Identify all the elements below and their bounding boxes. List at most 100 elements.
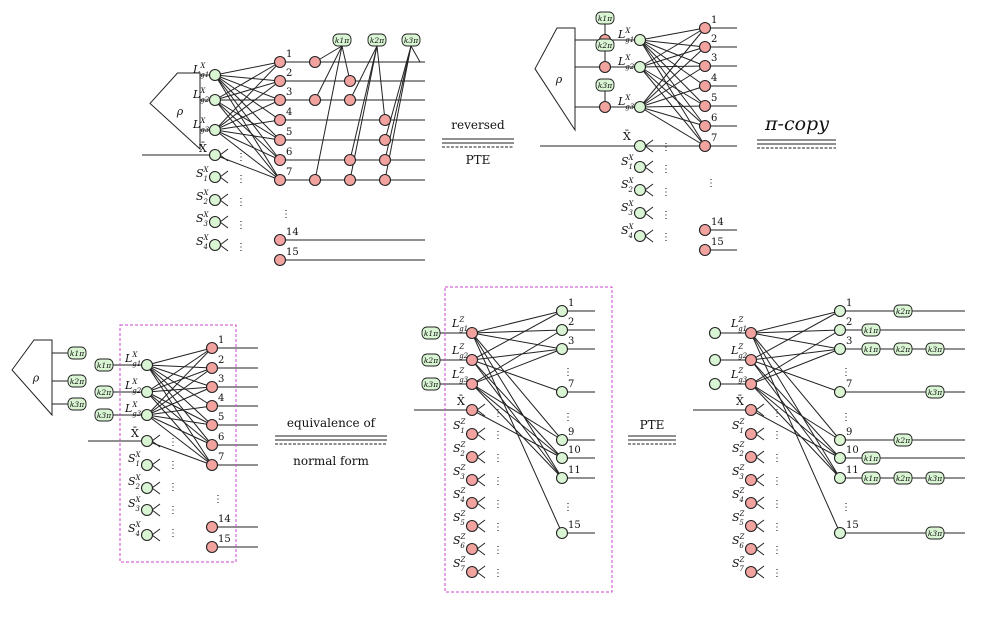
prong <box>219 221 229 229</box>
ellipsis-dots: ⋮ <box>563 367 573 378</box>
red-spider-out <box>273 113 287 127</box>
ellipsis-dots: ⋮ <box>772 408 782 419</box>
red-spider <box>308 173 322 187</box>
green-spider-lx <box>140 408 154 422</box>
wire <box>639 39 706 48</box>
green-spider-out <box>555 433 569 447</box>
ellipsis-dots: ⋮ <box>493 522 503 533</box>
phase-k1-top-left <box>332 33 352 47</box>
prong <box>151 481 161 489</box>
wire <box>639 85 706 108</box>
wire <box>214 80 281 101</box>
phase-bubble-bl-inner <box>94 408 114 422</box>
phase-bubble-right <box>893 433 913 447</box>
wire <box>146 364 213 446</box>
wire <box>146 364 213 466</box>
wire <box>639 105 706 108</box>
red-spider-sz <box>744 496 758 510</box>
prong <box>644 212 654 220</box>
red-spider <box>343 93 357 107</box>
ellipsis-dots: ⋮ <box>168 482 178 493</box>
prong <box>755 525 765 533</box>
red-spider-out <box>273 233 287 247</box>
red-spider <box>343 173 357 187</box>
green-spider-sx <box>633 160 647 174</box>
eq-pi-copy: π-copy <box>757 113 836 149</box>
wire <box>471 348 563 361</box>
wire <box>471 359 563 459</box>
phase-k2-top-left <box>367 33 387 47</box>
number-label: 15 <box>711 237 724 248</box>
prong <box>644 160 654 168</box>
red-spider-sz <box>744 519 758 533</box>
phase-label: k1π <box>864 474 879 483</box>
number-label: 3 <box>568 336 574 347</box>
prong <box>755 473 765 481</box>
green-spider-sx <box>208 193 222 207</box>
green-spider-lx <box>208 123 222 137</box>
number-label: 2 <box>218 355 224 366</box>
green-spider-lx <box>208 68 222 82</box>
phase-bubble-mid <box>421 353 441 367</box>
phase-label: k1π <box>864 326 879 335</box>
wire <box>410 45 421 63</box>
red-spider-sz <box>465 519 479 533</box>
prong <box>644 183 654 191</box>
number-label: 1 <box>846 298 852 309</box>
wire <box>146 414 213 426</box>
wire <box>471 383 563 441</box>
label-xbar: X̄ <box>199 142 207 155</box>
green-spider-out <box>833 323 847 337</box>
wire <box>314 45 343 181</box>
red-spider <box>378 173 392 187</box>
red-spider-out <box>698 79 712 93</box>
number-label: 10 <box>568 445 581 456</box>
wire <box>750 359 841 393</box>
wire <box>146 364 213 388</box>
wire <box>750 348 841 361</box>
wire <box>639 27 706 41</box>
number-label: 15 <box>218 534 231 545</box>
ellipsis-dots: ⋮ <box>661 142 671 153</box>
red-spider-out <box>273 93 287 107</box>
green-input-node <box>708 326 722 340</box>
number-label: 1 <box>286 49 292 60</box>
rho-label: ρ <box>555 73 563 86</box>
green-spider-xbar <box>208 148 222 162</box>
red-spider-sz <box>744 450 758 464</box>
ellipsis-dots: ⋮ <box>493 568 503 579</box>
prong <box>151 440 161 448</box>
red-spider-out <box>273 133 287 147</box>
ellipsis-dots: ⋮ <box>213 494 223 505</box>
red-spider-out <box>205 540 219 554</box>
phase-bubble-right <box>861 342 881 356</box>
prong <box>476 473 486 481</box>
wire <box>750 332 841 350</box>
prong <box>219 238 229 246</box>
phase-label: k3π <box>928 388 943 397</box>
wire <box>349 45 378 101</box>
red-spider <box>343 74 357 88</box>
ellipsis-dots: ⋮ <box>493 430 503 441</box>
ellipsis-dots: ⋮ <box>236 152 246 163</box>
prong <box>644 166 654 174</box>
eq-reversed-label: reversed <box>451 118 505 132</box>
wire <box>750 332 841 441</box>
wire <box>639 65 706 108</box>
phase-label: k2π <box>896 345 911 354</box>
ellipsis-dots: ⋮ <box>772 522 782 533</box>
number-label: 1 <box>711 15 717 26</box>
prong <box>151 509 161 517</box>
number-label: 14 <box>711 217 724 228</box>
